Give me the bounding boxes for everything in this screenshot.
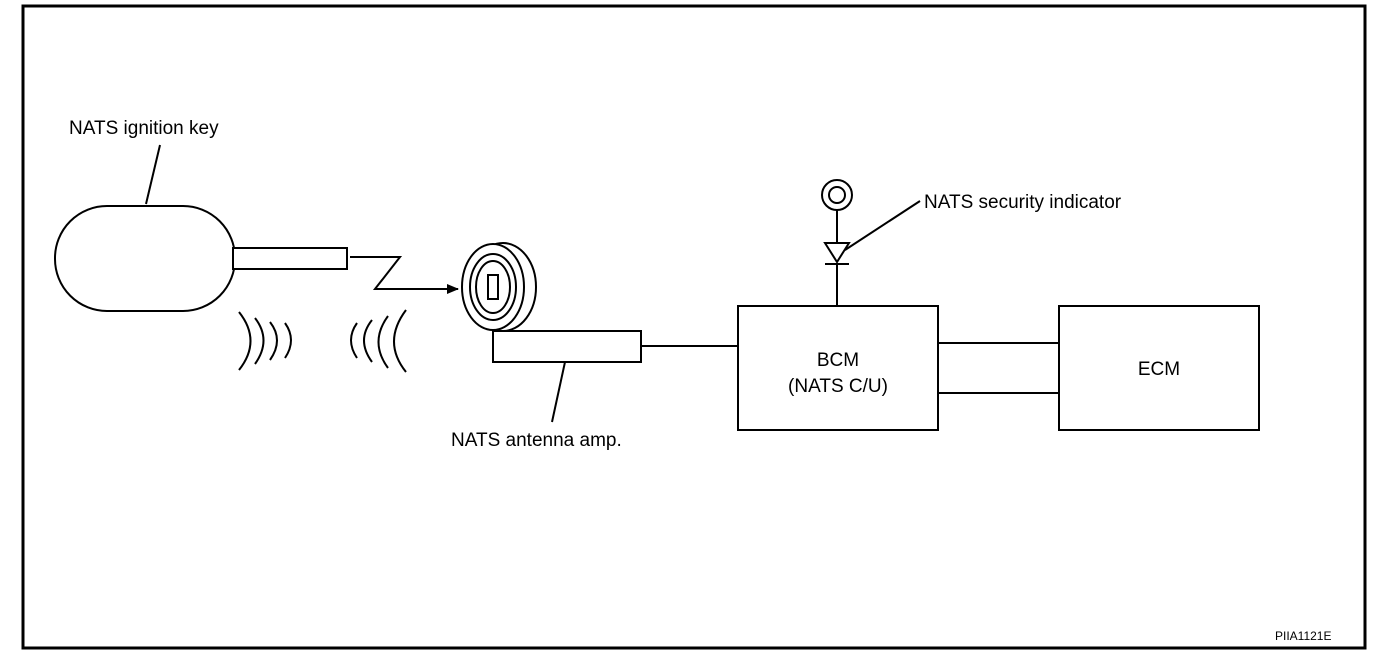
wave-key-1 [238, 311, 252, 371]
led-triangle [823, 242, 851, 264]
wave-antenna-3 [377, 315, 389, 369]
wave-antenna-4 [393, 309, 407, 373]
wave-key-3 [269, 321, 278, 361]
key-icon [54, 205, 348, 312]
bcm-label: BCM (NATS C/U) [738, 348, 938, 399]
bcm-box [737, 305, 939, 431]
ecm-box [1058, 305, 1260, 431]
lightning-arrow-icon [350, 256, 459, 294]
antenna-amp-body [492, 330, 642, 363]
bcm-label-line1: BCM [816, 350, 860, 371]
ignition-key-leader [145, 144, 161, 205]
wave-key-2 [254, 317, 265, 365]
security-indicator-label: NATS security indicator [924, 192, 1122, 213]
wave-antenna-1 [350, 322, 358, 359]
lamp-inner [828, 186, 846, 204]
radio-wave-icon [350, 309, 407, 373]
figure-code: PIIA1121E [1275, 629, 1332, 643]
key-blade [232, 247, 348, 270]
wave-key-4 [284, 322, 292, 359]
lamp-icon [821, 179, 853, 211]
bcm-label-line2: (NATS C/U) [788, 375, 888, 397]
antenna-amp-leader [551, 361, 566, 423]
radio-wave-icon [238, 311, 292, 371]
ignition-key-label: NATS ignition key [69, 118, 219, 139]
antenna-amp-label: NATS antenna amp. [451, 430, 622, 451]
key-head [54, 205, 236, 312]
security-indicator-leader [844, 200, 921, 251]
ecm-label: ECM [1137, 359, 1181, 380]
wave-antenna-2 [363, 319, 373, 363]
key-slot [487, 274, 499, 300]
figure-frame [21, 4, 1367, 650]
key-cylinder-icon [461, 242, 537, 332]
